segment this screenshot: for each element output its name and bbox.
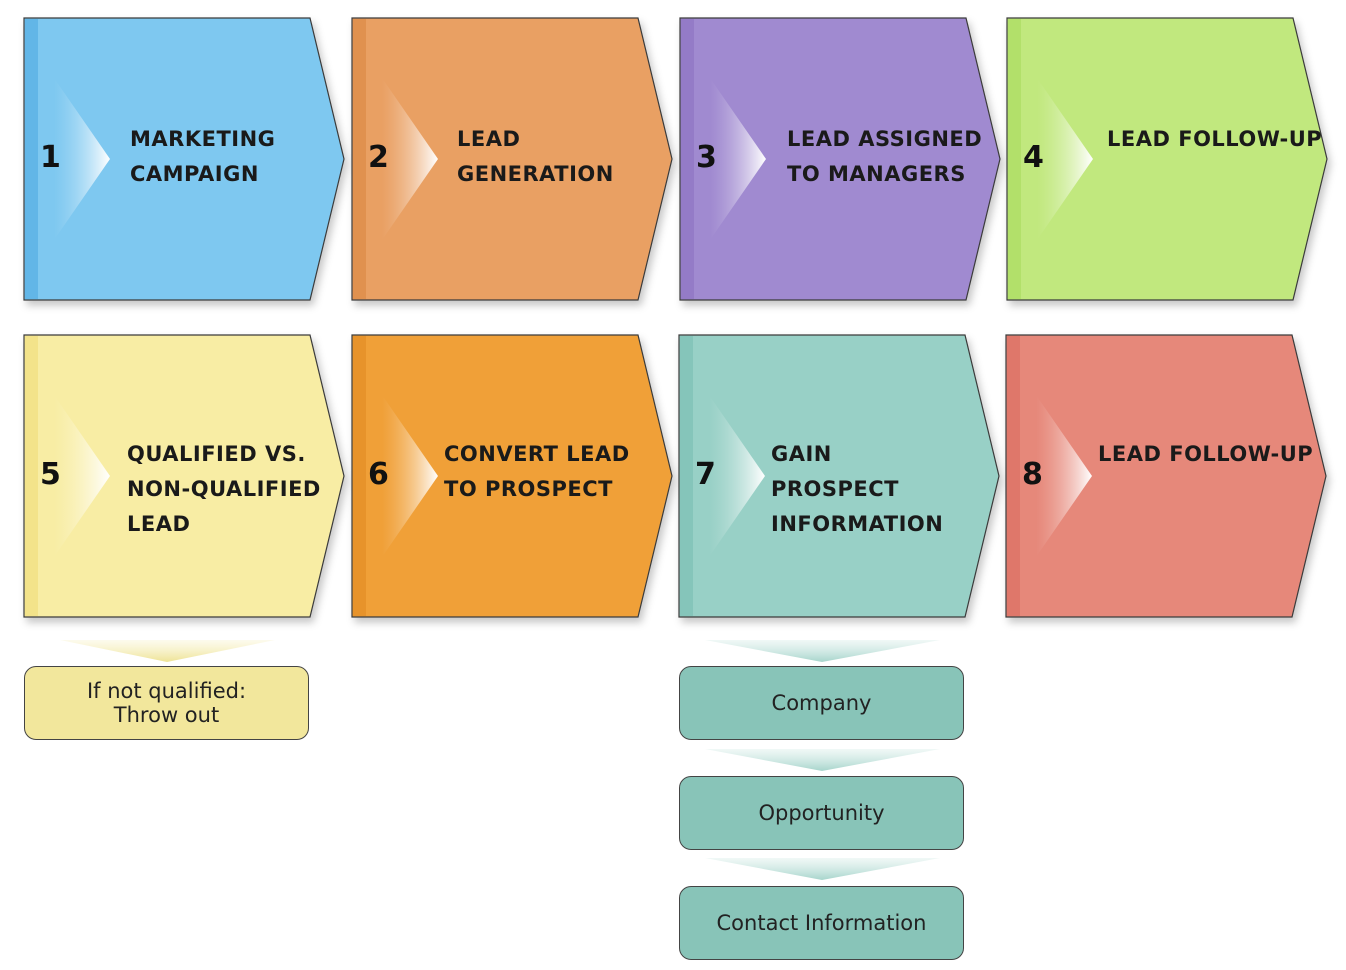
chevron-edge	[353, 336, 366, 616]
chevron-shape	[351, 17, 673, 301]
step-label-line: GAIN	[771, 442, 832, 466]
step-label: LEAD ASSIGNED TO MANAGERS	[787, 122, 982, 192]
chevron-notch-highlight	[382, 78, 438, 240]
step-label: LEAD FOLLOW-UP	[1098, 437, 1313, 472]
connector-arrow	[705, 640, 940, 662]
prospect-info-opportunity: Opportunity	[679, 776, 964, 850]
step-number: 6	[368, 457, 389, 492]
step-label-line: LEAD	[127, 512, 191, 536]
step-label-line: LEAD FOLLOW-UP	[1107, 127, 1323, 151]
step-label-line: CAMPAIGN	[130, 162, 259, 186]
connector-arrow	[705, 858, 940, 880]
chevron-notch-highlight	[382, 395, 438, 557]
step-label-line: LEAD ASSIGNED	[787, 127, 983, 151]
prospect-info-label: Opportunity	[758, 801, 885, 825]
step-label-line: CONVERT LEAD	[444, 442, 630, 466]
chevron-edge	[25, 336, 38, 616]
qualify-note-line: Throw out	[113, 703, 220, 727]
qualify-note-line: If not qualified:	[86, 679, 247, 703]
chevron-notch-highlight	[54, 78, 110, 240]
step-5-qualified: 5 QUALIFIED VS. NON-QUALIFIED LEAD	[23, 334, 345, 618]
step-label-line: TO PROSPECT	[444, 477, 613, 501]
step-label-line: QUALIFIED VS.	[127, 442, 306, 466]
prospect-info-contact: Contact Information	[679, 886, 964, 960]
qualify-note-box: If not qualified: Throw out	[24, 666, 309, 740]
chevron-notch-highlight	[1037, 78, 1093, 240]
step-label: CONVERT LEAD TO PROSPECT	[444, 437, 630, 507]
chevron-shape	[1006, 17, 1328, 301]
chevron-body	[1006, 17, 1328, 301]
chevron-notch-highlight	[54, 395, 110, 557]
chevron-notch-highlight	[710, 78, 766, 240]
chevron-body	[351, 334, 673, 618]
chevron-shape	[679, 17, 1001, 301]
step-label-line: TO MANAGERS	[787, 162, 966, 186]
step-7-gain-prospect-info: 7 GAIN PROSPECT INFORMATION	[678, 334, 1000, 618]
chevron-body	[23, 334, 345, 618]
chevron-shape	[23, 17, 345, 301]
step-label: QUALIFIED VS. NON-QUALIFIED LEAD	[127, 437, 321, 542]
chevron-body	[1005, 334, 1327, 618]
step-3-lead-assigned: 3 LEAD ASSIGNED TO MANAGERS	[679, 17, 1001, 301]
step-number: 8	[1022, 457, 1043, 492]
chevron-shape	[351, 334, 673, 618]
step-label-line: LEAD	[457, 127, 521, 151]
chevron-edge	[680, 336, 693, 616]
chevron-edge	[353, 19, 366, 299]
step-number: 7	[695, 457, 716, 492]
chevron-edge	[681, 19, 694, 299]
chevron-edge	[1008, 19, 1021, 299]
chevron-body	[678, 334, 1000, 618]
chevron-shape	[678, 334, 1000, 618]
step-4-lead-follow-up: 4 LEAD FOLLOW-UP	[1006, 17, 1328, 301]
step-label-line: PROSPECT	[771, 477, 900, 501]
step-label-line: LEAD FOLLOW-UP	[1098, 442, 1314, 466]
step-label: LEAD GENERATION	[457, 122, 614, 192]
step-label-line: GENERATION	[457, 162, 614, 186]
chevron-body	[23, 17, 345, 301]
step-number: 5	[40, 457, 61, 492]
prospect-info-label: Company	[771, 691, 872, 715]
prospect-info-company: Company	[679, 666, 964, 740]
step-label-line: INFORMATION	[771, 512, 944, 536]
chevron-shape	[1005, 334, 1327, 618]
chevron-notch-highlight	[1036, 395, 1092, 557]
step-label: MARKETING CAMPAIGN	[130, 122, 275, 192]
chevron-shape	[23, 334, 345, 618]
step-2-lead-generation: 2 LEAD GENERATION	[351, 17, 673, 301]
chevron-body	[351, 17, 673, 301]
step-1-marketing-campaign: 1 MARKETING CAMPAIGN	[23, 17, 345, 301]
step-label-line: MARKETING	[130, 127, 276, 151]
connector-arrow	[60, 640, 275, 662]
step-6-convert-lead: 6 CONVERT LEAD TO PROSPECT	[351, 334, 673, 618]
chevron-edge	[25, 19, 38, 299]
step-number: 4	[1023, 140, 1044, 175]
step-label: LEAD FOLLOW-UP	[1107, 122, 1322, 157]
step-number: 1	[40, 140, 61, 175]
chevron-edge	[1007, 336, 1020, 616]
chevron-body	[679, 17, 1001, 301]
step-label-line: NON-QUALIFIED	[127, 477, 321, 501]
step-8-lead-follow-up: 8 LEAD FOLLOW-UP	[1005, 334, 1327, 618]
prospect-info-label: Contact Information	[716, 911, 927, 935]
connector-arrow	[705, 749, 940, 771]
step-number: 3	[696, 140, 717, 175]
step-number: 2	[368, 140, 389, 175]
chevron-notch-highlight	[709, 395, 765, 557]
step-label: GAIN PROSPECT INFORMATION	[771, 437, 943, 542]
